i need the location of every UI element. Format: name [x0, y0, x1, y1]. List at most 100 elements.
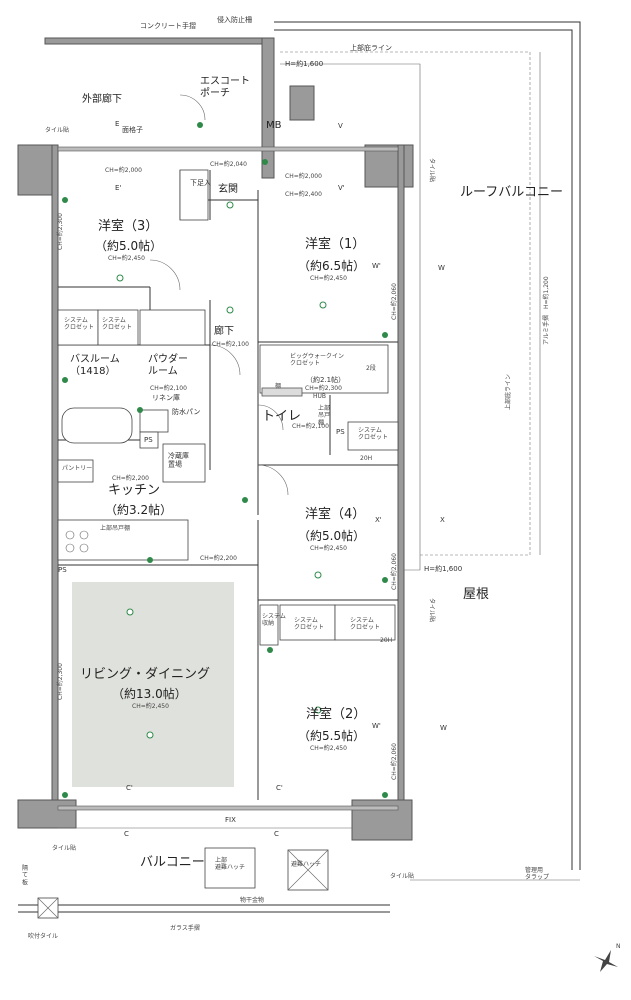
label-c-prime-1: C' — [126, 784, 133, 792]
label-x-mark: X — [440, 516, 445, 524]
bottom-room-wall — [57, 805, 399, 811]
label-room3: 洋室（3） — [98, 218, 158, 234]
label-living-ch-side: CH=約2,300 — [56, 663, 64, 700]
left-lower-wall — [17, 799, 77, 829]
label-room2-size: （約5.5帖） — [298, 728, 365, 743]
label-room3-ch-side: CH=約2,300 — [56, 213, 64, 250]
label-sys-closet-c: システムクロゼット — [358, 427, 388, 441]
label-partition: 隔て板 — [22, 864, 28, 886]
closet-room2 — [259, 604, 396, 646]
label-shoe-rack: 下足入 — [190, 179, 211, 187]
label-tile-3: タイル貼 — [428, 598, 436, 622]
label-room2-ch-side: CH=約2,060 — [390, 743, 398, 780]
label-lattice: 面格子 — [122, 125, 143, 134]
top-room-wall — [57, 146, 399, 152]
label-h20-b: 20H — [380, 637, 392, 644]
label-living: リビング・ダイニング — [80, 667, 210, 682]
h1600-line — [280, 63, 421, 571]
north-compass — [594, 950, 618, 972]
label-ch2040: CH=約2,040 — [210, 160, 247, 168]
label-v-prime: V' — [338, 184, 345, 192]
roof-inner-line — [274, 29, 573, 870]
label-living-size: （約13.0帖） — [112, 686, 187, 701]
label-room4-ch: CH=約2,450 — [310, 544, 347, 552]
label-hallway-ch: CH=約2,100 — [212, 340, 249, 348]
label-room1-ch: CH=約2,450 — [310, 274, 347, 282]
right-upper-wall — [364, 144, 414, 188]
label-toilet: トイレ — [262, 409, 301, 424]
label-x-prime: X' — [375, 516, 382, 524]
label-room4: 洋室（4） — [305, 506, 365, 522]
label-north: N — [616, 943, 621, 950]
label-kitchen-ch: CH=約2,200 — [112, 474, 149, 482]
doors — [149, 94, 289, 496]
label-h1600-top: H=約1,600 — [285, 59, 323, 68]
label-living-ch: CH=約2,450 — [132, 702, 169, 710]
label-room1-ch-side: CH=約2,060 — [390, 283, 398, 320]
balcony-area — [18, 827, 390, 919]
label-hallway: 廊下 — [214, 324, 234, 337]
label-anti-intrusion: 侵入防止柵 — [217, 15, 252, 24]
label-shelf: 棚 — [275, 382, 281, 390]
label-exterior-corridor: 外部廊下 — [82, 92, 122, 105]
mb-column-wall — [289, 85, 315, 121]
entrance-block — [179, 169, 209, 221]
label-mb: MB — [266, 120, 282, 131]
label-fridge: 冷蔵庫置場 — [168, 451, 189, 468]
label-sys-closet-b-1: システムクロゼット — [102, 317, 132, 331]
label-w-mark-2: W — [440, 724, 447, 732]
label-tile-4: タイル貼 — [52, 844, 76, 852]
label-v-mark: V — [338, 122, 343, 130]
roof-edge-line — [274, 21, 581, 870]
label-h1600-mid: H=約1,600 — [424, 564, 462, 573]
porch-side-wall — [261, 37, 275, 179]
label-powder-ch: CH=約2,100 — [150, 384, 187, 392]
label-alum-rail: アルミ手摺 H=約1,200 — [542, 276, 550, 345]
label-sys-storage: システム収納 — [262, 613, 286, 627]
label-bathroom: バスルーム（1418） — [70, 353, 120, 377]
label-upper-cab-small: 上部吊戸棚 — [318, 404, 330, 426]
kitchen-fixtures — [57, 459, 189, 561]
label-entrance: 玄関 — [218, 182, 238, 195]
label-mgmt-trap: 管理用タラップ — [525, 866, 549, 881]
label-w-mark-1: W — [438, 264, 445, 272]
right-exterior-wall — [397, 144, 405, 811]
label-kitchen: キッチン — [108, 483, 160, 498]
label-ch2000-b: CH=約2,000 — [285, 172, 322, 180]
wic-block — [259, 344, 399, 451]
label-sys-closet-a-1: システムクロゼット — [64, 317, 94, 331]
label-room3-ch: CH=約2,450 — [108, 254, 145, 262]
label-powder: パウダールーム — [148, 352, 188, 377]
bath-fixtures — [61, 407, 206, 483]
label-wic-size: （約2.1帖） — [306, 375, 345, 384]
label-pantry: パントリー — [62, 465, 92, 472]
label-room4-size: （約5.0帖） — [298, 528, 365, 543]
upper-eave-line — [280, 51, 531, 556]
label-roof: 屋根 — [463, 587, 489, 602]
label-wic: ビッグウォークインクロゼット — [290, 352, 344, 367]
label-h20-a: 20H — [360, 455, 372, 462]
label-room4-ch-side: CH=約2,060 — [390, 553, 398, 590]
living-floor-area — [72, 582, 234, 787]
label-ps-2: PS — [58, 566, 67, 574]
label-balcony: バルコニー — [140, 855, 205, 870]
labels: コンクリート手摺 侵入防止柵 上部庇ライン H=約1,600 エスコートポーチ … — [22, 15, 621, 950]
label-tile-1: タイル貼 — [45, 126, 69, 134]
label-spray-tile: 吹付タイル — [28, 932, 58, 940]
label-wic-2tier: 2段 — [366, 364, 376, 372]
label-w-prime-1: W' — [372, 262, 381, 270]
label-wic-ch: CH=約2,300 — [305, 384, 342, 392]
label-ch2200: CH=約2,200 — [200, 554, 237, 562]
label-waterproof: 防水パン — [172, 407, 200, 416]
label-c-mark-1: C — [124, 830, 129, 838]
label-concrete-rail: コンクリート手摺 — [140, 21, 196, 30]
label-upper-cabinet: 上部吊戸棚 — [100, 524, 130, 532]
label-room2-ch: CH=約2,450 — [310, 744, 347, 752]
label-ps-1: PS — [144, 436, 153, 444]
label-e-mark: E — [115, 120, 119, 128]
label-c-prime-2: C' — [276, 784, 283, 792]
label-room1-size: （約6.5帖） — [298, 258, 365, 273]
label-ps-3: PS — [336, 428, 345, 436]
label-tile-2: タイル貼 — [428, 158, 436, 182]
label-upper-eave-right: 上部庇ライン — [504, 374, 512, 410]
